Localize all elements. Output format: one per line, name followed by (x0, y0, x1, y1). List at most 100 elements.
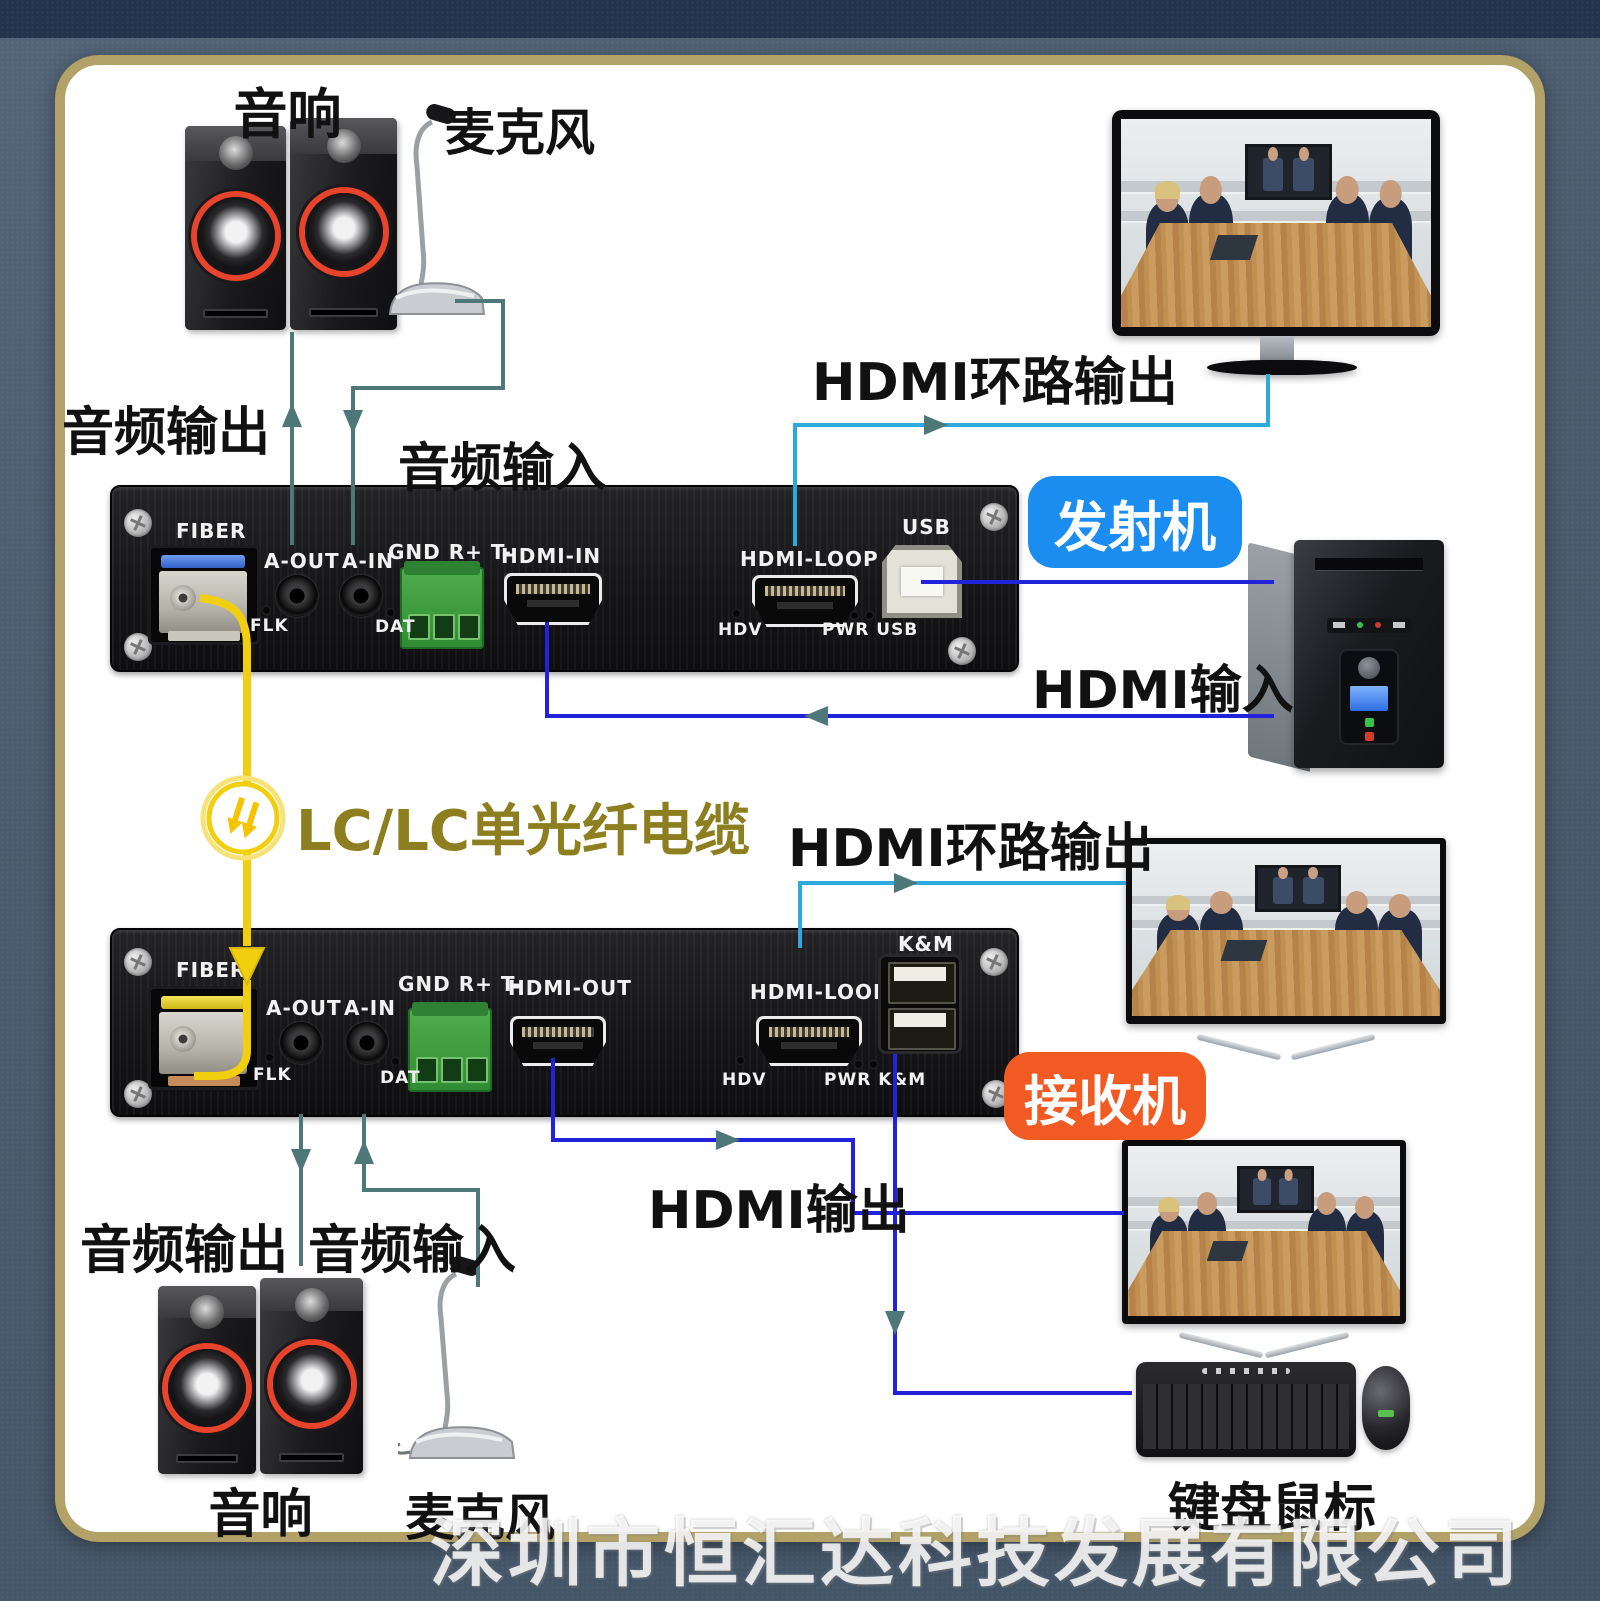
mic-gooseneck (437, 1271, 458, 1431)
microphone-top (382, 100, 512, 329)
pc-tower (1248, 540, 1448, 780)
gnd-label: GND R+ T- (398, 972, 522, 996)
terminal-block (400, 561, 484, 649)
mic-capsule (426, 104, 456, 124)
km-usb-ports (878, 954, 962, 1054)
flk-led (265, 1053, 274, 1062)
speaker-slot (203, 308, 268, 318)
hdv-led (736, 1056, 745, 1065)
transmitter-device: FIBER A-OUT A-IN FLK GND R+ T- DAT HDMI-… (110, 485, 1019, 672)
terminal-block (408, 1002, 492, 1092)
wall-display (1236, 1166, 1314, 1214)
conference-scene (1132, 844, 1440, 1016)
fiber-cable-label: LC/LC单光纤电缆 (296, 799, 751, 864)
hdmi-loop-out-bottom-label: HDMI环路输出 (788, 819, 1154, 879)
speaker-top-label: 音响 (233, 83, 342, 146)
a-in-jack (340, 575, 382, 617)
arrow-down (291, 1149, 311, 1173)
screw (124, 1080, 152, 1108)
flk-label: FLK (253, 1065, 292, 1085)
dat-label: DAT (375, 617, 416, 637)
fiber-port-label: FIBER (176, 958, 247, 982)
tv-hdmi-out (1122, 1140, 1408, 1359)
conference-scene (1128, 1146, 1400, 1316)
km-line (893, 1054, 1132, 1395)
hdmi-in-label: HDMI输入 (1032, 661, 1294, 721)
hdmi-out-line (551, 1058, 1124, 1215)
microphone-bottom (393, 1252, 538, 1471)
arrow-down (885, 1311, 905, 1335)
screw (124, 948, 152, 976)
dat-led (386, 608, 395, 617)
audio-out-bottom-label: 音频输出 (80, 1221, 289, 1281)
audio-in-bottom-label: 音频输入 (308, 1221, 517, 1281)
hdmi-in-label: HDMI-IN (501, 544, 602, 568)
audio-out-top-label: 音频输出 (62, 403, 271, 463)
speaker-bottom-label: 音响 (208, 1485, 313, 1545)
speaker-right (290, 118, 397, 330)
km-led (869, 1060, 878, 1069)
speaker-left (158, 1286, 256, 1474)
tv-loop-out (1126, 838, 1448, 1061)
pwr-km-label: PWR K&M (824, 1070, 927, 1090)
conference-table (1121, 223, 1431, 327)
pwr-usb-label: PWR USB (822, 620, 919, 640)
hdmi-in-line (545, 622, 1274, 718)
a-in-jack (346, 1022, 388, 1064)
fiber-arrows-icon (227, 796, 260, 839)
a-out-label: A-OUT (266, 996, 342, 1020)
hdmi-loop-line-top (793, 374, 1270, 546)
fiber-port-label: FIBER (176, 519, 247, 543)
mic-bottom-label: 麦克风 (405, 1489, 555, 1547)
screw (980, 503, 1008, 531)
power-button (1358, 657, 1380, 680)
fiber-cable-line-lower (194, 980, 251, 1080)
conference-scene (1121, 119, 1431, 327)
a-out-jack (280, 1022, 322, 1064)
hdv-led (732, 609, 741, 618)
hdmi-loop-label: HDMI-LOOP (740, 547, 879, 571)
arrow-left (804, 706, 828, 726)
screw (124, 633, 152, 661)
arrow-right (924, 415, 948, 435)
speaker-slot (309, 308, 378, 318)
arrow-down (343, 410, 363, 434)
hdmi-loop-label: HDMI-LOOP (750, 980, 889, 1004)
pwr-led (854, 1060, 863, 1069)
hdmi-loop-port (756, 1016, 862, 1066)
dat-led (391, 1057, 400, 1066)
screw (980, 948, 1008, 976)
monitor-top (1112, 110, 1442, 375)
speaker-left (185, 126, 286, 330)
arrow-right (894, 873, 918, 893)
conference-table (1132, 930, 1440, 1016)
a-out-jack (276, 575, 318, 617)
tweeter (218, 136, 253, 171)
mouse (1362, 1366, 1410, 1450)
hdv-label: HDV (722, 1070, 767, 1090)
arrow-up (354, 1140, 374, 1164)
screw (124, 509, 152, 537)
usb-port-label: USB (902, 515, 951, 539)
usb-led (865, 611, 874, 620)
keyboard-mouse-label: 键盘鼠标 (1168, 1479, 1377, 1539)
transmitter-badge: 发射机 (1028, 476, 1242, 568)
arrow-up (282, 403, 302, 427)
hdmi-loop-port (752, 575, 858, 627)
arrow-right (716, 1130, 740, 1150)
mic-gooseneck (413, 119, 434, 287)
hdmi-out-label: HDMI-OUT (508, 976, 632, 1000)
gnd-label: GND R+ T- (388, 540, 512, 564)
tweeter (326, 128, 361, 163)
hdmi-out-port (510, 1016, 606, 1066)
mic-top-label: 麦克风 (445, 104, 595, 162)
hdv-label: HDV (718, 620, 763, 640)
hdmi-loop-line-bottom (798, 881, 1126, 948)
wall-display (1245, 143, 1332, 200)
audio-in-line-top (351, 299, 505, 545)
lcd-display (1349, 685, 1389, 711)
hdmi-out-label: HDMI输出 (648, 1181, 910, 1241)
keyboard (1136, 1362, 1356, 1457)
woofer (304, 193, 383, 272)
